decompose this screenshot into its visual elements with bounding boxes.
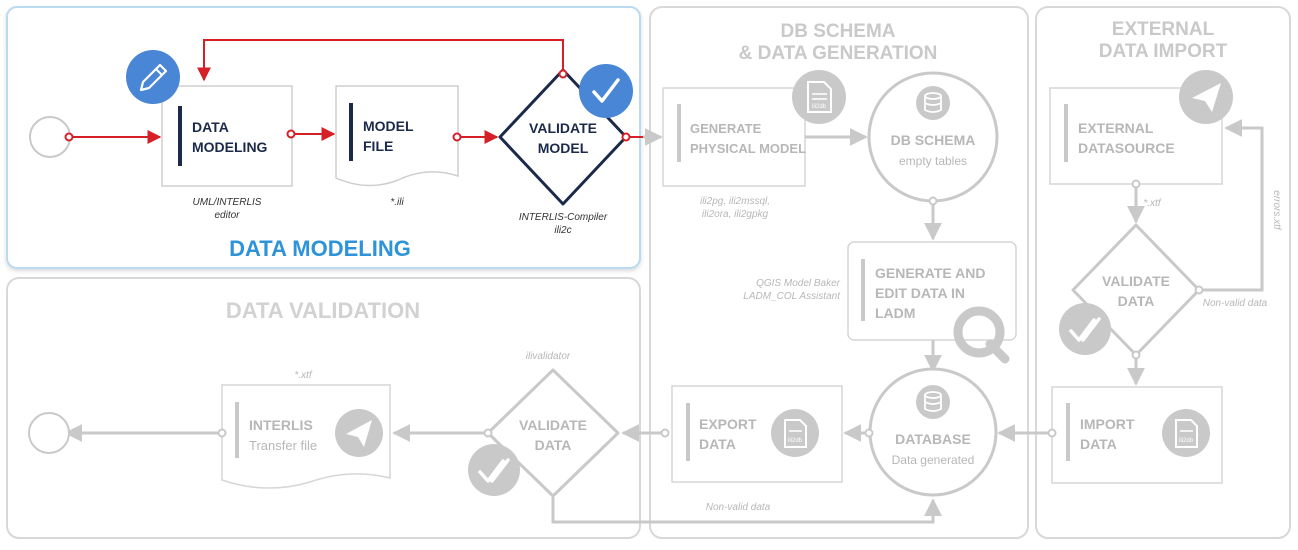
- caption-nonvalid-bottom: Non-valid data: [706, 502, 771, 513]
- flow-dot: [64, 132, 74, 142]
- flow-nonvalid-loop-bottom: [551, 496, 942, 524]
- section-title-data-modeling: DATA MODELING: [229, 236, 411, 261]
- node-validate-data-ext-line2: DATA: [1118, 293, 1155, 309]
- node-validate-data-ext-line1: VALIDATE: [1102, 273, 1170, 289]
- node-export-data-line1: EXPORT: [699, 416, 757, 432]
- section-title-db-schema-line1: DB SCHEMA: [780, 21, 895, 42]
- node-database[interactable]: DATABASE Data generated: [868, 367, 998, 497]
- flow-dot: [864, 428, 874, 438]
- node-interlis-transfer-file[interactable]: INTERLIS Transfer file: [221, 384, 391, 489]
- caption-errors-xtf: errors.xtf: [1271, 190, 1282, 231]
- flow-dot: [1131, 350, 1141, 360]
- node-db-schema-line2: empty tables: [899, 154, 967, 168]
- section-external-import-panel: [1035, 6, 1291, 539]
- caption-xtf-external: *.xtf: [1143, 198, 1161, 209]
- node-interlis-line2: Transfer file: [249, 438, 317, 453]
- flow-dot: [286, 129, 296, 139]
- section-title-external-line1: EXTERNAL: [1112, 19, 1215, 40]
- section-db-schema-panel: [649, 6, 1029, 539]
- section-title-data-validation: DATA VALIDATION: [226, 298, 420, 323]
- end-node: [28, 412, 70, 454]
- node-data-modeling-line2: MODELING: [192, 139, 268, 155]
- flow-dot: [660, 428, 670, 438]
- node-interlis-line1: INTERLIS: [249, 417, 313, 433]
- file-icon: ili2db: [771, 409, 819, 457]
- node-model-file[interactable]: MODEL FILE: [335, 85, 459, 187]
- node-validate-data-mid-line2: DATA: [535, 437, 572, 453]
- flow-dot: [1047, 428, 1057, 438]
- node-model-file-line1: MODEL: [363, 118, 414, 134]
- caption-ili2pg-2: ili2ora, ili2gpkg: [702, 209, 769, 220]
- start-node: [29, 116, 71, 158]
- section-data-validation-panel: [6, 277, 641, 539]
- node-generate-physical-model[interactable]: GENERATE PHYSICAL MODEL: [662, 87, 806, 187]
- node-generate-edit-data[interactable]: GENERATE AND EDIT DATA IN LADM: [847, 241, 1017, 341]
- node-validate-model-line1: VALIDATE: [529, 120, 597, 136]
- flow-dot: [621, 132, 631, 142]
- check-icon: [579, 64, 633, 118]
- double-check-icon: [1059, 303, 1111, 355]
- node-external-datasource[interactable]: EXTERNAL DATASOURCE: [1049, 87, 1223, 185]
- flow-dot: [217, 428, 227, 438]
- caption-ili: *.ili: [390, 197, 404, 208]
- double-check-icon: [468, 444, 520, 496]
- paper-plane-icon: [1179, 70, 1233, 124]
- caption-interlis-compiler-2: ili2c: [554, 225, 571, 236]
- node-external-line1: EXTERNAL: [1078, 120, 1154, 136]
- node-validate-data-mid-line1: VALIDATE: [519, 417, 587, 433]
- node-validate-model-line2: MODEL: [538, 140, 589, 156]
- file-badge-label: ili2db: [1179, 438, 1194, 444]
- flow-dot: [558, 69, 568, 79]
- caption-interlis-compiler-1: INTERLIS-Compiler: [519, 212, 608, 223]
- node-database-line1: DATABASE: [895, 431, 971, 447]
- flow-dot: [928, 196, 938, 206]
- database-icon: [916, 385, 950, 419]
- flow-dot: [1131, 179, 1141, 189]
- node-external-line2: DATASOURCE: [1078, 140, 1175, 156]
- pencil-icon: [126, 50, 180, 104]
- file-badge-label: ili2db: [812, 104, 827, 110]
- node-export-data-line2: DATA: [699, 436, 736, 452]
- node-generate-physical-line2: PHYSICAL MODEL: [690, 141, 806, 156]
- caption-nonvalid-external: Non-valid data: [1203, 298, 1268, 309]
- file-badge-label: ili2db: [788, 438, 803, 444]
- flow-dot: [483, 428, 493, 438]
- flow-dot: [452, 132, 462, 142]
- node-generate-edit-line2: EDIT DATA IN: [875, 285, 965, 301]
- database-icon: [916, 86, 950, 120]
- caption-ladm-col-assistant: LADM_COL Assistant: [743, 291, 841, 302]
- section-title-db-schema-line2: & DATA GENERATION: [739, 43, 938, 64]
- qgis-icon: [953, 306, 1010, 364]
- file-icon: ili2db: [792, 70, 846, 124]
- paper-plane-icon: [335, 409, 383, 457]
- section-title-external-line2: DATA IMPORT: [1099, 41, 1228, 62]
- node-data-modeling[interactable]: DATA MODELING: [161, 85, 293, 187]
- caption-qgis-model-baker: QGIS Model Baker: [756, 278, 841, 289]
- caption-xtf-bottom: *.xtf: [294, 370, 312, 381]
- node-generate-edit-line3: LADM: [875, 305, 915, 321]
- caption-ilivalidator: ilivalidator: [526, 351, 571, 362]
- node-generate-physical-line1: GENERATE: [690, 121, 762, 136]
- node-data-modeling-line1: DATA: [192, 119, 229, 135]
- node-db-schema-line1: DB SCHEMA: [891, 132, 976, 148]
- node-import-line1: IMPORT: [1080, 416, 1135, 432]
- flow-dot: [1194, 285, 1204, 295]
- node-database-line2: Data generated: [892, 453, 975, 467]
- node-generate-edit-line1: GENERATE AND: [875, 265, 985, 281]
- file-icon: ili2db: [1162, 409, 1210, 457]
- caption-uml-editor-1: UML/INTERLIS: [193, 197, 262, 208]
- flow-feedback-loop: [197, 39, 564, 82]
- node-model-file-line2: FILE: [363, 138, 393, 154]
- node-import-line2: DATA: [1080, 436, 1117, 452]
- caption-uml-editor-2: editor: [214, 210, 240, 221]
- caption-ili2pg-1: ili2pg, ili2mssql,: [700, 196, 770, 207]
- flow-errors-loop: [1199, 119, 1264, 292]
